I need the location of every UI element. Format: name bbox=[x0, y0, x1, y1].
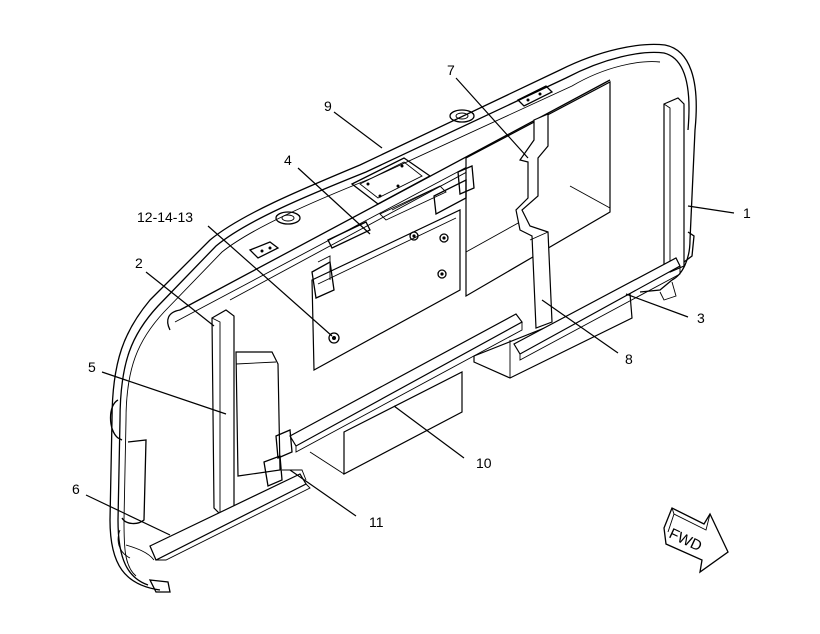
leader-2 bbox=[145, 271, 215, 327]
callout-2: 2 bbox=[135, 255, 143, 271]
fwd-label: FWD bbox=[666, 525, 704, 555]
leader-6 bbox=[85, 494, 171, 536]
forward-arrow-icon: FWD bbox=[663, 507, 729, 574]
callout-7: 7 bbox=[447, 62, 455, 78]
leader-9 bbox=[333, 111, 383, 149]
center-post bbox=[515, 113, 553, 329]
callout-6: 6 bbox=[72, 481, 80, 497]
leader-11 bbox=[289, 469, 357, 517]
floor-rails bbox=[149, 257, 681, 561]
leader-3 bbox=[625, 293, 689, 318]
left-post bbox=[211, 309, 281, 515]
leader-10 bbox=[393, 405, 465, 459]
right-post bbox=[663, 97, 685, 273]
callout-5: 5 bbox=[88, 359, 96, 375]
callout-4: 4 bbox=[284, 152, 292, 168]
callout-3: 3 bbox=[697, 310, 705, 326]
leader-8 bbox=[541, 299, 619, 354]
callout-1: 1 bbox=[743, 205, 751, 221]
center-box bbox=[309, 371, 463, 475]
callout-10: 10 bbox=[476, 455, 492, 471]
leader-4 bbox=[297, 167, 371, 235]
leader-5 bbox=[101, 371, 227, 415]
callout-12-14-13: 12-14-13 bbox=[137, 209, 193, 225]
callout-8: 8 bbox=[625, 351, 633, 367]
callout-11: 11 bbox=[369, 514, 384, 530]
callouts: 1 2 3 4 5 6 7 8 9 10 11 12-14-13 bbox=[72, 62, 751, 530]
leader-1 bbox=[687, 205, 735, 214]
roof-details bbox=[248, 85, 554, 259]
leader-12-14-13 bbox=[207, 225, 333, 337]
leader-7 bbox=[455, 77, 529, 159]
mounting-plate bbox=[311, 209, 461, 372]
callout-9: 9 bbox=[324, 98, 332, 114]
leader-lines bbox=[85, 77, 735, 536]
